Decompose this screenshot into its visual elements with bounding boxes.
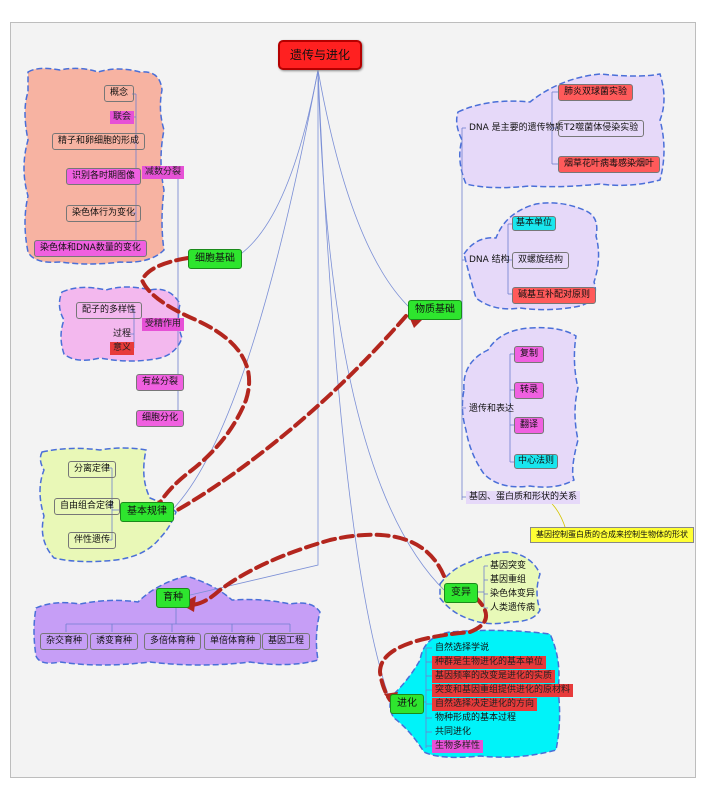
expression-item-central-dogma[interactable]: 中心法则 xyxy=(514,454,559,469)
breeding-genetic-engineering[interactable]: 基因工程 xyxy=(262,633,311,650)
dna-structure-item-unit[interactable]: 基本单位 xyxy=(512,216,557,231)
law-sex-linked[interactable]: 伴性遗传 xyxy=(68,532,117,549)
variation-cloud xyxy=(439,551,541,625)
dna-structure-item-base-pairing[interactable]: 碱基互补配对原则 xyxy=(512,287,597,304)
fertilization-cloud xyxy=(58,286,183,362)
dna-main-item-t2-phage[interactable]: T2噬菌体侵染实验 xyxy=(558,120,645,137)
evolution-coevolution[interactable]: 共同进化 xyxy=(435,727,472,737)
evolution-hub[interactable]: 进化 xyxy=(390,694,424,714)
evolution-direction[interactable]: 自然选择决定进化的方向 xyxy=(432,698,538,711)
mitosis-node[interactable]: 有丝分裂 xyxy=(136,374,185,391)
expression-item-replication[interactable]: 复制 xyxy=(514,346,545,363)
cell-basis-hub[interactable]: 细胞基础 xyxy=(188,249,242,269)
root-node[interactable]: 遗传与进化 xyxy=(278,40,363,70)
expression-label[interactable]: 遗传和表达 xyxy=(469,404,515,414)
root-connectors xyxy=(171,69,447,701)
meiosis-item-gamete-formation[interactable]: 精子和卵细胞的形成 xyxy=(52,133,146,150)
breeding-cloud xyxy=(33,575,321,666)
evolution-biodiversity[interactable]: 生物多样性 xyxy=(432,740,484,753)
evolution-gene-frequency[interactable]: 基因频率的改变是进化的实质 xyxy=(432,670,556,683)
meiosis-item-chromosome-behavior[interactable]: 染色体行为变化 xyxy=(66,205,142,222)
fertilization-item-process[interactable]: 过程 xyxy=(113,329,132,339)
variation-hub[interactable]: 变异 xyxy=(444,583,478,603)
breeding-polyploid[interactable]: 多倍体育种 xyxy=(144,633,202,650)
relationship-arrows xyxy=(139,256,488,702)
expression-cloud xyxy=(461,326,579,488)
differentiation-node[interactable]: 细胞分化 xyxy=(136,410,185,427)
expression-item-translation[interactable]: 翻译 xyxy=(514,417,545,434)
fertilization-label[interactable]: 受精作用 xyxy=(142,318,185,331)
breeding-hybrid[interactable]: 杂交育种 xyxy=(40,633,89,650)
gene-control-note[interactable]: 基因控制蛋白质的合成来控制生物体的形状 xyxy=(530,527,694,543)
evolution-raw-material[interactable]: 突变和基因重组提供进化的原材料 xyxy=(432,684,574,697)
dna-main-item-pneumococcus[interactable]: 肺炎双球菌实验 xyxy=(558,84,634,101)
breeding-mutation[interactable]: 诱变育种 xyxy=(90,633,139,650)
evolution-natural-selection[interactable]: 自然选择学说 xyxy=(435,643,490,653)
dna-structure-label[interactable]: DNA 结构 xyxy=(469,255,510,265)
dna-structure-cloud xyxy=(463,202,600,311)
meiosis-item-concept[interactable]: 概念 xyxy=(104,85,135,102)
meiosis-item-synapsis[interactable]: 联会 xyxy=(110,111,135,124)
evolution-speciation[interactable]: 物种形成的基本过程 xyxy=(435,713,517,723)
variation-human-disease[interactable]: 人类遗传病 xyxy=(490,603,536,613)
law-segregation[interactable]: 分离定律 xyxy=(68,461,117,478)
breeding-hub[interactable]: 育种 xyxy=(156,588,190,608)
dna-structure-item-double-helix[interactable]: 双螺旋结构 xyxy=(512,252,570,269)
fertilization-item-significance[interactable]: 意义 xyxy=(110,342,135,355)
dna-main-item-tobacco-virus[interactable]: 烟草花叶病毒感染烟叶 xyxy=(558,156,661,173)
evolution-population-unit[interactable]: 种群是生物进化的基本单位 xyxy=(432,656,547,669)
breeding-haploid[interactable]: 单倍体育种 xyxy=(204,633,262,650)
meiosis-item-dna-quantity[interactable]: 染色体和DNA数量的变化 xyxy=(34,240,147,257)
expression-item-transcription[interactable]: 转录 xyxy=(514,382,545,399)
basic-laws-hub[interactable]: 基本规律 xyxy=(120,502,174,522)
fertilization-item-diversity[interactable]: 配子的多样性 xyxy=(76,302,143,319)
variation-recombination[interactable]: 基因重组 xyxy=(490,575,527,585)
variation-gene-mutation[interactable]: 基因突变 xyxy=(490,561,527,571)
law-independent-assortment[interactable]: 自由组合定律 xyxy=(54,498,121,515)
material-basis-hub[interactable]: 物质基础 xyxy=(408,300,462,320)
meiosis-label[interactable]: 减数分裂 xyxy=(142,166,185,179)
gene-protein-relation[interactable]: 基因、蛋白质和形状的关系 xyxy=(466,491,581,504)
meiosis-item-identify-stages[interactable]: 识别各时期图像 xyxy=(66,168,142,185)
variation-chromosome[interactable]: 染色体变异 xyxy=(490,589,536,599)
dna-main-label[interactable]: DNA 是主要的遗传物质 xyxy=(469,123,564,133)
